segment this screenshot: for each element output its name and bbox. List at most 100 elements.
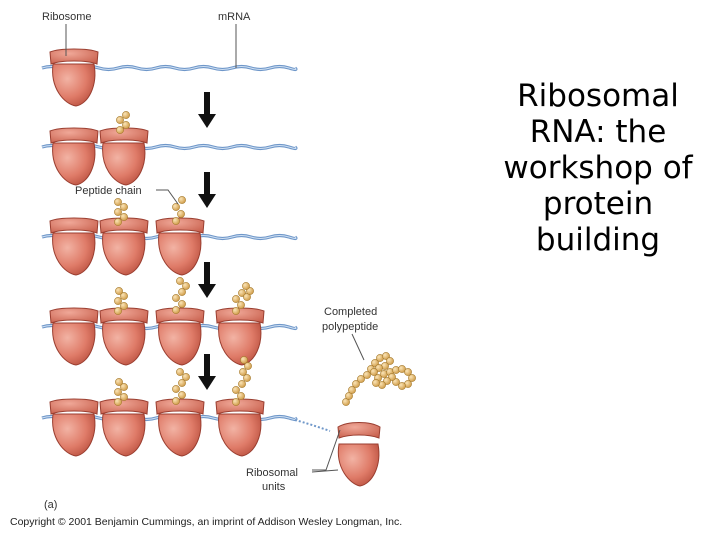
large-subunit — [102, 232, 146, 276]
ribosome — [49, 127, 99, 186]
peptide-chain-leader — [156, 189, 179, 205]
small-subunit — [155, 217, 205, 234]
amino-acid-bead — [232, 307, 240, 315]
amino-acid-bead — [114, 218, 122, 226]
amino-acid-bead — [352, 380, 360, 388]
amino-acid-bead — [114, 208, 122, 216]
mrna-label: mRNA — [218, 11, 251, 23]
ribosomal-units-leader-1 — [312, 429, 341, 471]
peptide-chain — [114, 378, 128, 406]
amino-acid-bead — [238, 380, 246, 388]
ribosomal-units-leader-2 — [311, 469, 339, 473]
amino-acid-bead — [115, 287, 123, 295]
ribosome — [49, 398, 99, 457]
amino-acid-bead — [408, 374, 416, 382]
amino-acid-bead — [357, 375, 365, 383]
ribosomal-units-label-line1: Ribosomal — [246, 467, 298, 479]
amino-acid-bead — [178, 379, 186, 387]
amino-acid-bead — [178, 300, 186, 308]
small-subunit — [49, 307, 99, 324]
amino-acid-bead — [115, 378, 123, 386]
ribosome — [99, 307, 149, 366]
small-subunit — [215, 398, 265, 415]
amino-acid-bead — [370, 368, 378, 376]
ribosome — [155, 217, 205, 276]
amino-acid-bead — [178, 288, 186, 296]
amino-acid-bead — [120, 302, 128, 310]
peptide-chain — [172, 368, 190, 405]
completed-polypeptide-label-line2: polypeptide — [322, 321, 378, 333]
amino-acid-bead — [237, 392, 245, 400]
small-subunit — [99, 127, 149, 144]
large-subunit — [158, 322, 202, 366]
large-subunit — [52, 413, 96, 457]
amino-acid-bead — [114, 398, 122, 406]
small-subunit — [49, 217, 99, 234]
small-subunit — [337, 422, 381, 439]
amino-acid-bead — [177, 210, 185, 218]
amino-acid-bead — [348, 386, 356, 394]
amino-acid-bead — [172, 397, 180, 405]
large-subunit — [337, 443, 380, 487]
amino-acid-bead — [182, 282, 190, 290]
amino-acid-bead — [114, 307, 122, 315]
peptide-chain — [114, 287, 128, 315]
amino-acid-bead — [120, 383, 128, 391]
ribosomal-units-label-line2: units — [262, 481, 286, 493]
amino-acid-bead — [114, 388, 122, 396]
amino-acid-bead — [237, 301, 245, 309]
down-arrow — [198, 354, 216, 390]
down-arrow — [198, 262, 216, 298]
large-subunit — [218, 413, 262, 457]
small-subunit — [49, 48, 99, 65]
small-subunit — [49, 127, 99, 144]
amino-acid-bead — [178, 196, 186, 204]
amino-acid-bead — [386, 357, 394, 365]
ribosome — [99, 398, 149, 457]
ribosome — [99, 217, 149, 276]
small-subunit — [99, 398, 149, 415]
ribosome — [49, 217, 99, 276]
small-subunit — [99, 217, 149, 234]
amino-acid-bead — [120, 203, 128, 211]
peptide-chain — [172, 277, 190, 314]
amino-acid-bead — [176, 368, 184, 376]
peptide-chain — [116, 111, 130, 134]
amino-acid-bead — [114, 198, 122, 206]
amino-acid-bead — [182, 373, 190, 381]
copyright-notice: Copyright © 2001 Benjamin Cummings, an i… — [10, 516, 403, 528]
amino-acid-bead — [120, 213, 128, 221]
label-leaders — [65, 24, 365, 473]
amino-acid-bead — [244, 362, 252, 370]
slide-title: Ribosomal RNA: the workshop of protein b… — [503, 78, 693, 258]
small-subunit — [155, 307, 205, 324]
amino-acid-bead — [122, 121, 130, 129]
large-subunit — [52, 63, 96, 107]
peptide-chain — [114, 198, 128, 226]
down-arrow — [198, 172, 216, 208]
amino-acid-bead — [172, 203, 180, 211]
peptide-chain — [172, 196, 186, 225]
completed-polypeptide-label-line1: Completed — [324, 306, 377, 318]
small-subunit — [215, 307, 265, 324]
peptide-chains — [114, 111, 416, 406]
small-subunit — [49, 398, 99, 415]
amino-acid-bead — [243, 374, 251, 382]
mrna-tail — [294, 419, 331, 432]
large-subunit — [218, 322, 262, 366]
ribosome — [49, 307, 99, 366]
large-subunit — [52, 232, 96, 276]
amino-acid-bead — [232, 295, 240, 303]
ribosome — [215, 398, 265, 457]
amino-acid-bead — [172, 306, 180, 314]
step-arrows — [198, 92, 216, 390]
amino-acid-bead — [232, 398, 240, 406]
small-subunit — [155, 398, 205, 415]
ribosome — [155, 398, 205, 457]
panel-label: (a) — [44, 499, 57, 511]
large-subunit — [158, 413, 202, 457]
amino-acid-bead — [404, 368, 412, 376]
amino-acid-bead — [178, 391, 186, 399]
large-subunit — [102, 322, 146, 366]
